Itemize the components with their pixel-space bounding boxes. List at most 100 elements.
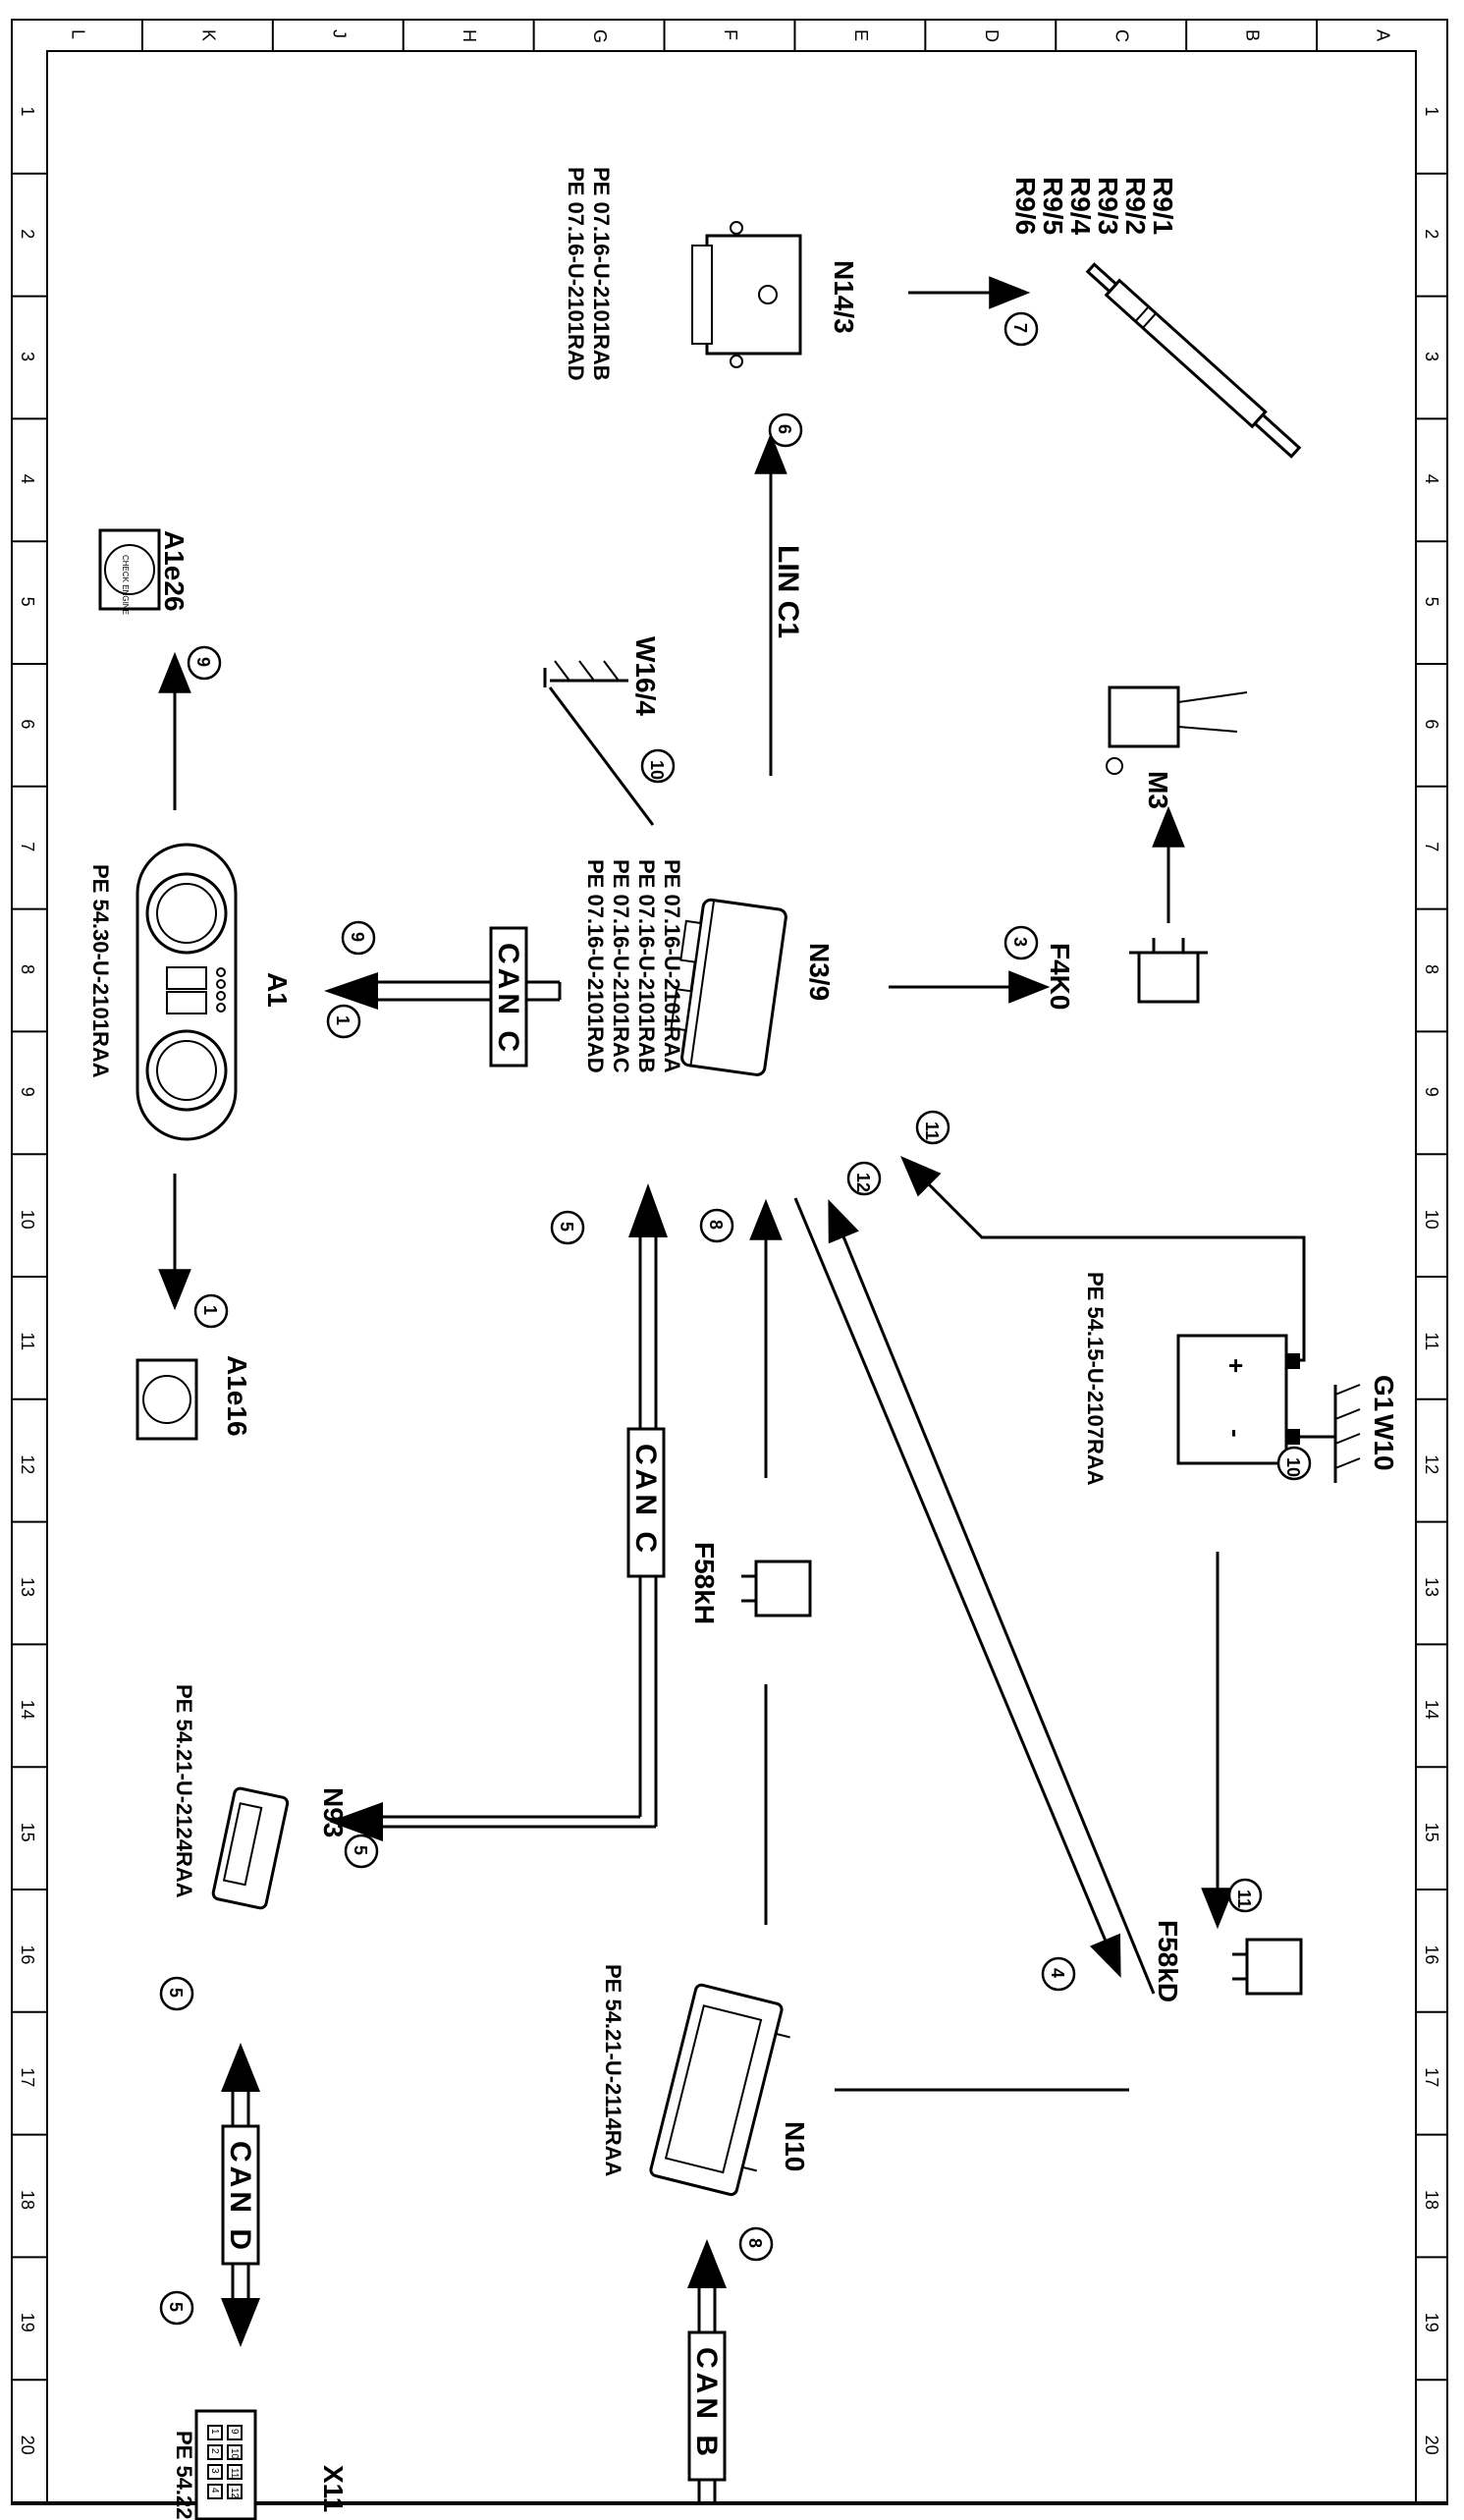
row-label: 2 — [1422, 229, 1441, 239]
glow-indicator-lamp-icon — [136, 1358, 198, 1441]
ecu-ref-1: PE 07.16-U-2101RAA — [660, 859, 684, 1073]
marker-circle — [738, 2226, 774, 2262]
x11-pin-number: 2 — [209, 2448, 220, 2454]
n143-ref-2: PE 07.16-U-2101RAD — [564, 167, 588, 381]
column-label: G — [590, 29, 610, 43]
column-label: E — [851, 29, 871, 41]
marker-circle — [1227, 1878, 1263, 1913]
fuse-f58kd-label: F58kD — [1153, 1920, 1183, 2002]
sam-module-icon — [649, 1983, 790, 2197]
row-label: 5 — [18, 597, 37, 607]
marker-number: 5 — [351, 1845, 370, 1855]
instrument-cluster-ref: PE 54.30-U-2101RAA — [88, 864, 113, 1078]
glow-plug-label-6: R9/6 — [1010, 177, 1041, 235]
gateway-icon — [211, 1786, 290, 1910]
diag-connector-ref: PE 54.22 — [172, 2431, 196, 2520]
x11-pin-number: 1 — [209, 2429, 220, 2435]
x11-pin-number: 11 — [229, 2468, 240, 2479]
ecu-ref-3: PE 07.16-U-2101RAC — [609, 859, 633, 1073]
can-b-label: CAN B — [690, 2347, 723, 2460]
marker-circle — [550, 1210, 585, 1245]
row-label: 12 — [18, 1454, 37, 1474]
row-label: 17 — [18, 2067, 37, 2087]
can-c-top-label: CAN C — [492, 943, 524, 1056]
marker-circle — [699, 1208, 734, 1243]
row-label: 9 — [1422, 1087, 1441, 1097]
row-label: 16 — [1422, 1945, 1441, 1964]
x11-pin-number: 12 — [229, 2488, 240, 2499]
ground-w10-label: W10 — [1369, 1414, 1399, 1471]
battery-plus: + — [1221, 1358, 1251, 1373]
ground-w164-label: W16/4 — [630, 636, 661, 716]
battery-icon — [1176, 1334, 1300, 1465]
glow-plug-label-5: R9/5 — [1038, 177, 1068, 235]
row-label: 19 — [18, 2313, 37, 2332]
marker-circle — [341, 920, 376, 956]
glow-indicator-lamp-label: A1e16 — [222, 1355, 252, 1437]
marker-circle — [1003, 311, 1039, 347]
battery-ref: PE 54.15-U-2107RAA — [1083, 1272, 1108, 1486]
row-label: 14 — [1422, 1700, 1441, 1720]
instrument-cluster-icon — [136, 843, 238, 1141]
ecu-ref-4: PE 07.16-U-2101RAD — [583, 859, 608, 1073]
check-engine-icon-text: CHECK ENGINE — [121, 555, 130, 615]
column-label: H — [460, 29, 479, 42]
can-c-bus-top — [324, 926, 562, 1068]
row-label: 19 — [1422, 2313, 1441, 2332]
x11-pin-number: 10 — [229, 2448, 240, 2460]
ground-w10-icon — [1333, 1384, 1361, 1483]
marker-circle — [193, 1293, 229, 1329]
row-label: 2 — [18, 229, 37, 239]
marker-number: 10 — [647, 760, 667, 780]
fuse-f58kd-icon — [1232, 1938, 1303, 1996]
row-label: 13 — [1422, 1577, 1441, 1597]
row-label: 13 — [18, 1577, 37, 1597]
instrument-cluster-label: A1 — [262, 972, 293, 1008]
can-c-bus-bottom — [329, 1183, 668, 1841]
row-label: 11 — [18, 1332, 37, 1350]
can-c-bottom-label: CAN C — [629, 1444, 662, 1557]
glow-control-unit-label: N14/3 — [829, 260, 859, 334]
lin-c1-label: LIN C1 — [772, 545, 804, 638]
can-d-label: CAN D — [224, 2141, 256, 2254]
gateway-ref: PE 54.21-U-2124RAA — [172, 1684, 196, 1898]
marker-number: 11 — [922, 1122, 942, 1140]
column-label: L — [68, 29, 87, 39]
glow-plug-label-3: R9/3 — [1093, 177, 1123, 235]
row-label: 3 — [18, 352, 37, 361]
row-label: 7 — [1422, 842, 1441, 851]
marker-number: 3 — [1010, 937, 1030, 947]
outer-frame — [11, 19, 1448, 2505]
marker-circle — [1276, 1446, 1312, 1481]
marker-circle — [159, 1976, 194, 2011]
fan-motor-icon — [1106, 685, 1248, 775]
row-label: 18 — [18, 2190, 37, 2210]
row-label: 20 — [18, 2436, 37, 2455]
row-label: 15 — [1422, 1823, 1441, 1842]
row-label: 10 — [1422, 1210, 1441, 1230]
row-label: 10 — [18, 1210, 37, 1230]
row-label: 17 — [1422, 2067, 1441, 2087]
row-label: 8 — [18, 964, 37, 974]
wire-f58kd-ecu-12 — [828, 1199, 1156, 1995]
relay-f4k0-icon — [1129, 938, 1208, 1004]
can-d-bus — [221, 2043, 260, 2347]
row-label: 1 — [1422, 106, 1441, 116]
fuse-f58kh-label: F58kH — [689, 1542, 720, 1624]
glow-plug-label-2: R9/2 — [1120, 177, 1151, 235]
row-label: 4 — [18, 474, 37, 484]
battery-label: G1 — [1369, 1375, 1399, 1411]
marker-number: 11 — [1234, 1890, 1254, 1908]
sam-module-ref: PE 54.21-U-2114RAA — [601, 1964, 625, 2177]
n143-ref-1: PE 07.16-U-2101RAB — [589, 167, 614, 381]
row-label: 6 — [18, 719, 37, 729]
column-label: A — [1374, 29, 1393, 41]
row-label: 6 — [1422, 719, 1441, 729]
column-label: B — [1243, 29, 1263, 41]
glow-control-unit-icon — [691, 221, 802, 368]
row-label: 15 — [18, 1823, 37, 1842]
marker-circle — [187, 645, 222, 681]
